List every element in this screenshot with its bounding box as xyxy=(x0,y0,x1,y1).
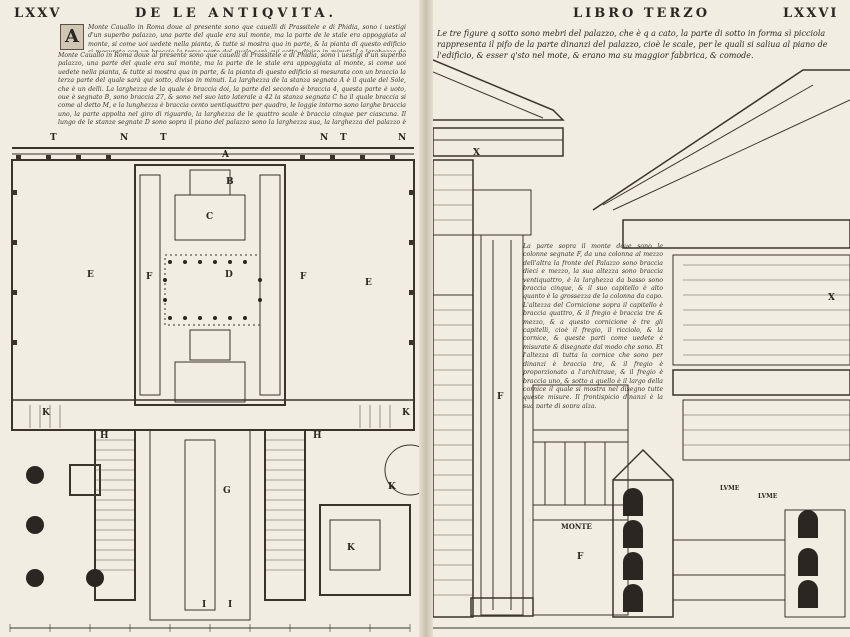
label-x-right: X xyxy=(828,293,835,303)
right-text-body: La parte sopra il monte doue sono le col… xyxy=(523,243,663,408)
right-running-head: LIBRO TERZO xyxy=(573,6,711,21)
plan-label-k2: K xyxy=(402,408,410,418)
architectural-elevation-drawing xyxy=(433,59,850,629)
label-f-small: F xyxy=(577,552,584,562)
plan-label-f-right: F xyxy=(300,272,307,282)
left-running-head: DE LE ANTIQVITA. xyxy=(135,6,338,21)
label-lume-2: LVME xyxy=(758,493,778,500)
plan-label-h-right: H xyxy=(313,431,322,441)
plan-label-k1: K xyxy=(42,408,50,418)
plan-label-n1: N xyxy=(120,133,129,143)
plan-label-n3: N xyxy=(398,133,407,143)
left-folio: LXXV xyxy=(14,6,62,21)
plan-label-t2: T xyxy=(160,133,167,143)
plan-label-e-right: E xyxy=(365,278,372,288)
right-folio: LXXVI xyxy=(783,6,839,21)
right-caption: Le tre figure q sotto sono mebri del pal… xyxy=(437,29,828,60)
plan-label-f-left: F xyxy=(146,272,153,282)
left-text-first: Monte Cauallo in Roma doue al presente s… xyxy=(88,24,406,52)
book-gutter xyxy=(419,0,433,637)
decorated-initial: A xyxy=(60,24,84,50)
plan-label-c: C xyxy=(206,212,214,222)
label-f-column: F xyxy=(497,392,504,402)
plan-label-t3: T xyxy=(340,133,347,143)
label-x-top: X xyxy=(473,148,480,158)
plan-label-d: D xyxy=(225,270,233,280)
left-page: LXXV DE LE ANTIQVITA. A Monte Cauallo in… xyxy=(0,0,420,637)
plan-label-k4: K xyxy=(347,543,355,553)
plan-label-i-left: I xyxy=(202,600,207,610)
plan-label-e-left: E xyxy=(87,270,94,280)
plan-label-b: B xyxy=(226,177,234,187)
right-page: LIBRO TERZO LXXVI Le tre figure q sotto … xyxy=(433,0,850,637)
plan-label-g: G xyxy=(223,486,231,496)
plan-label-i-right: I xyxy=(228,600,233,610)
label-lume-1: LVME xyxy=(720,485,740,492)
plan-label-n2: N xyxy=(320,133,329,143)
plan-label-h-left: H xyxy=(100,431,109,441)
plan-label-k3: K xyxy=(388,482,396,492)
floor-plan-drawing xyxy=(9,147,420,632)
plan-label-a: A xyxy=(222,150,229,160)
plan-label-t1: T xyxy=(50,133,57,143)
label-monte: MONTE xyxy=(561,522,592,531)
left-text-body: Monte Cauallo in Roma doue al presente s… xyxy=(58,52,406,128)
